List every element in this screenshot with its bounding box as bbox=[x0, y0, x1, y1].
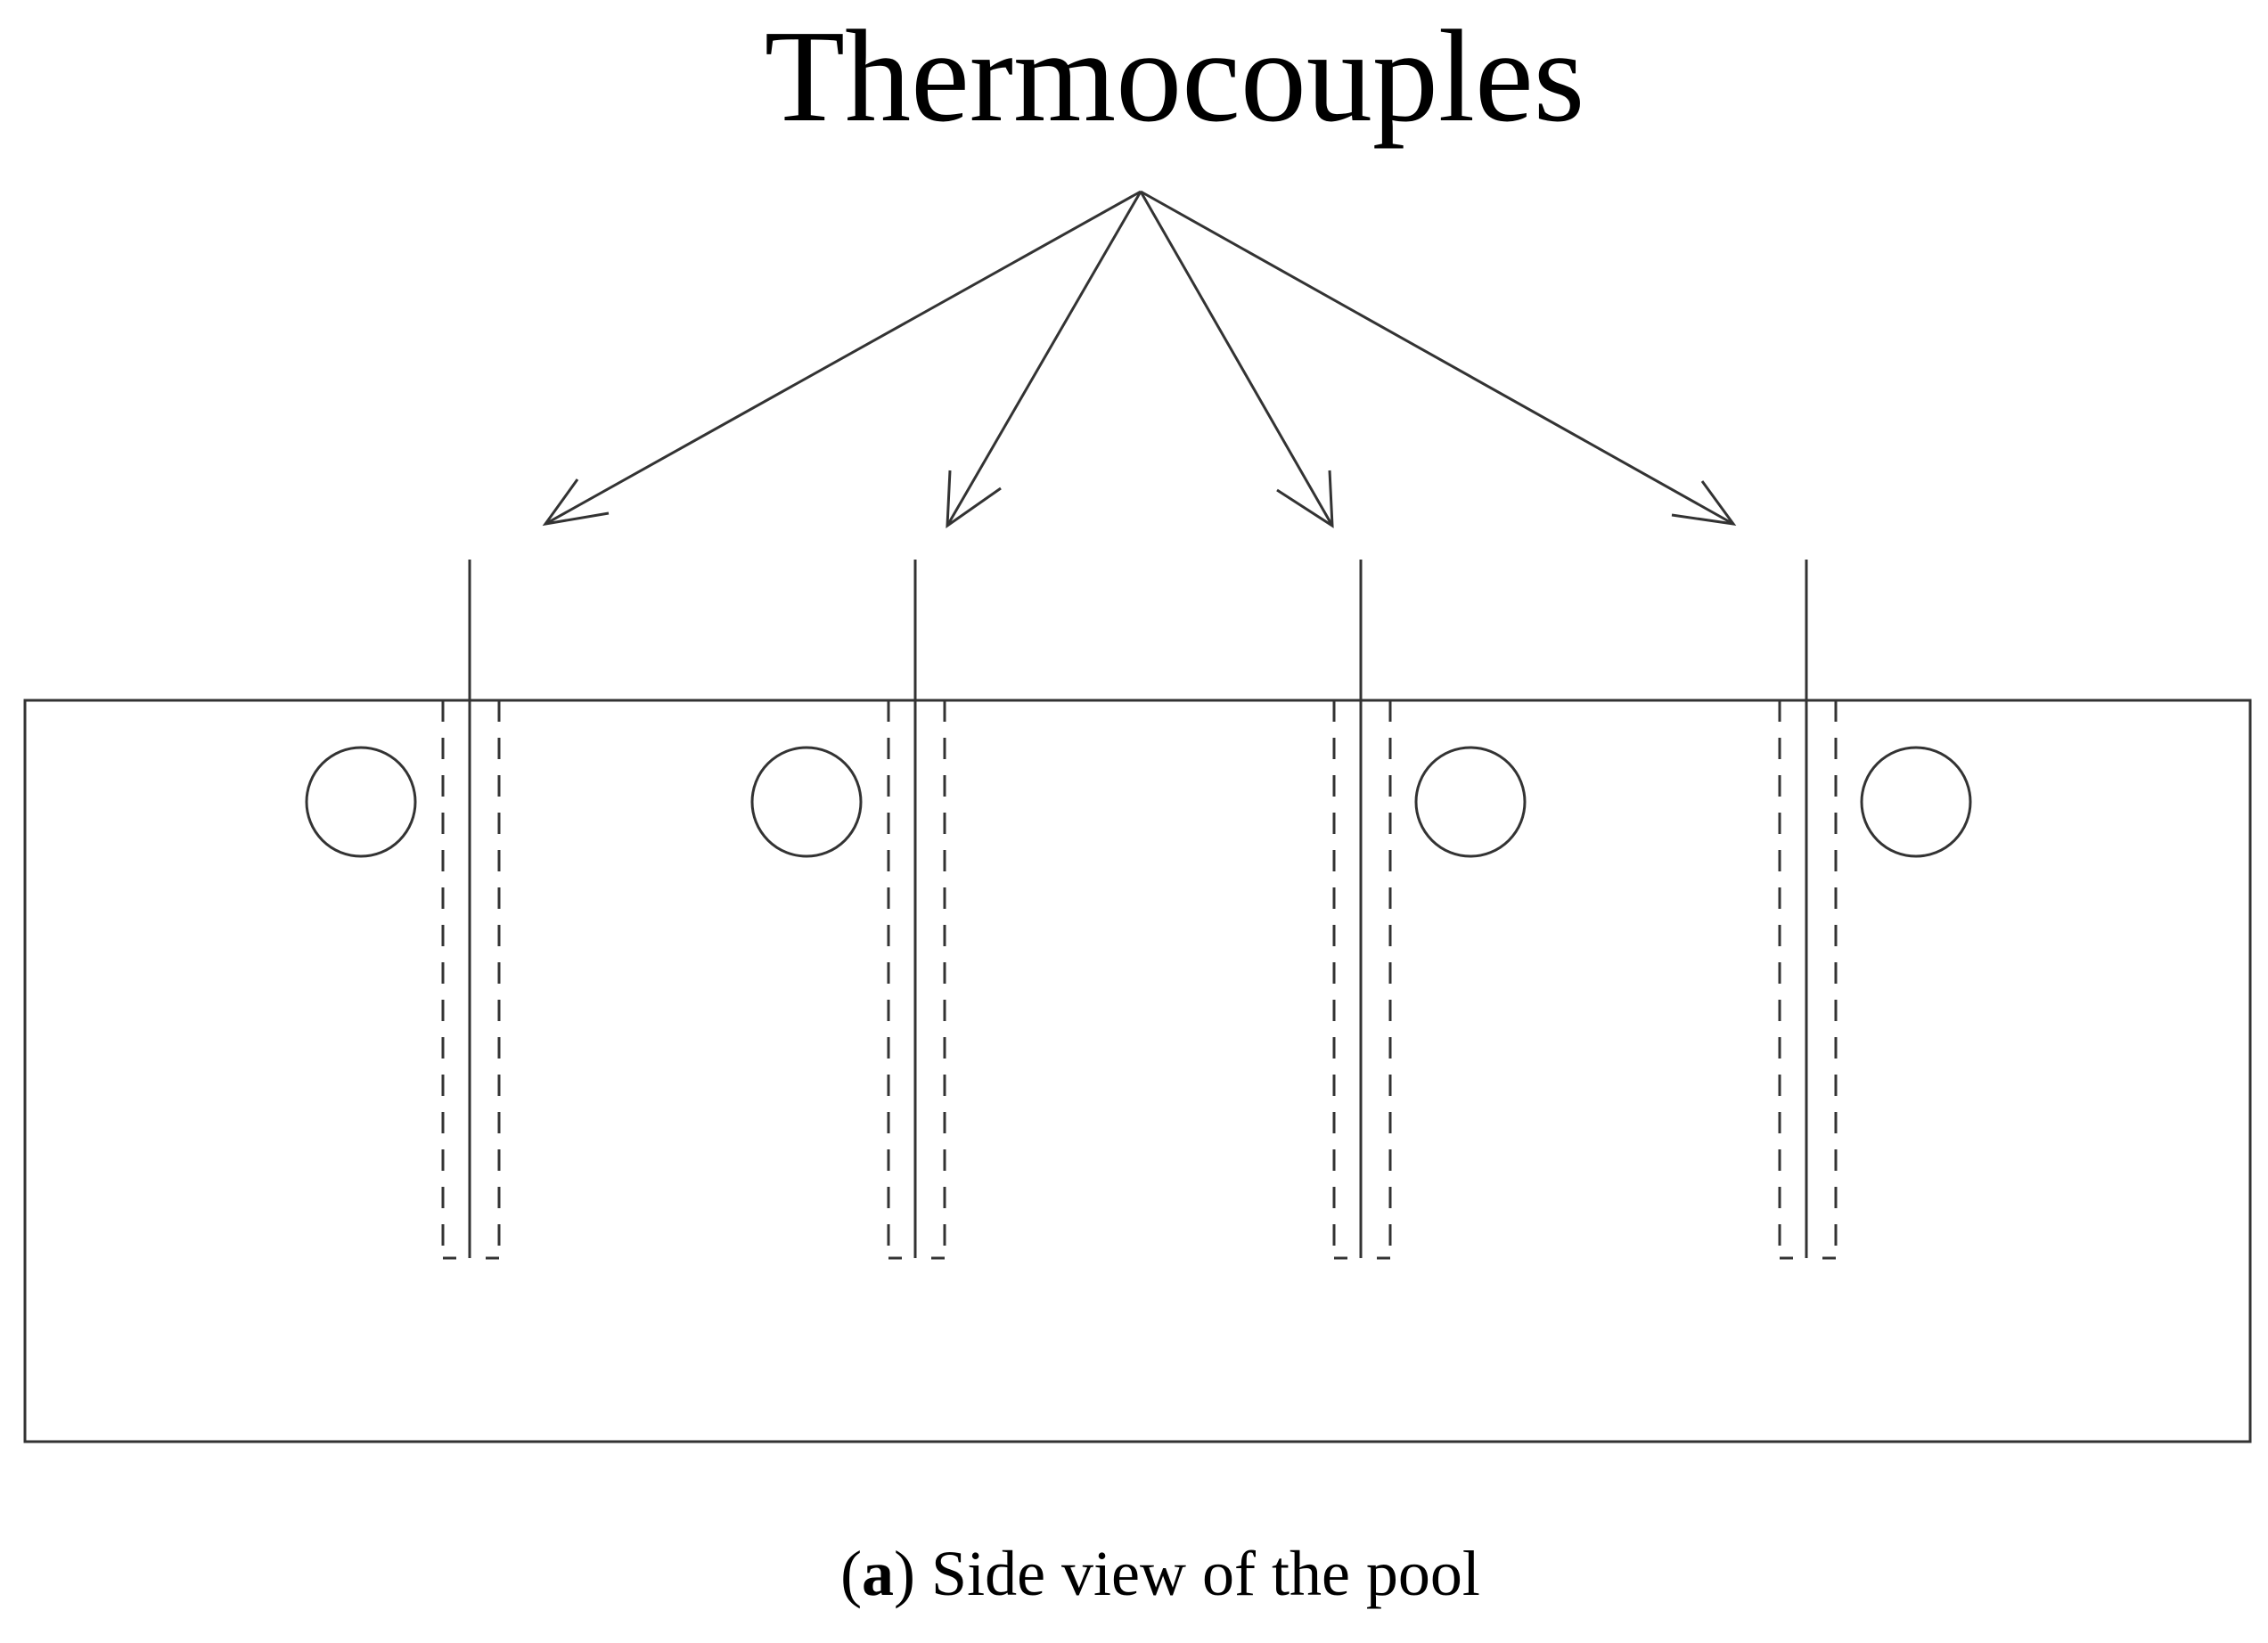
thermocouple-3 bbox=[1332, 560, 1392, 1260]
arrow-2-shaft bbox=[946, 191, 1142, 527]
arrow-3-head bbox=[1276, 470, 1334, 528]
pool-outline bbox=[23, 699, 2252, 1443]
circle-4 bbox=[1860, 746, 1972, 858]
arrow-1-head bbox=[542, 478, 610, 527]
circle-1 bbox=[305, 746, 417, 858]
caption-text: ) Side view of the pool bbox=[894, 1538, 1480, 1609]
arrow-3-shaft bbox=[1139, 191, 1334, 527]
thermocouple-1 bbox=[441, 560, 501, 1260]
thermocouple-4 bbox=[1778, 560, 1838, 1260]
arrow-4-shaft bbox=[1140, 190, 1734, 526]
caption-label: a bbox=[862, 1538, 894, 1609]
thermocouple-2 bbox=[887, 560, 946, 1260]
caption-open-paren: ( bbox=[840, 1538, 862, 1609]
circle-2 bbox=[750, 746, 863, 858]
arrow-2-head bbox=[946, 470, 1002, 528]
pointer-arrows bbox=[542, 190, 1737, 528]
arrow-4-head bbox=[1671, 480, 1737, 526]
arrow-1-shaft bbox=[544, 190, 1142, 526]
circle-3 bbox=[1414, 746, 1527, 858]
diagram-title: Thermocouples bbox=[765, 4, 1585, 150]
figure-caption: (a) Side view of the pool bbox=[840, 1538, 1480, 1609]
pool-circles bbox=[305, 746, 1972, 858]
